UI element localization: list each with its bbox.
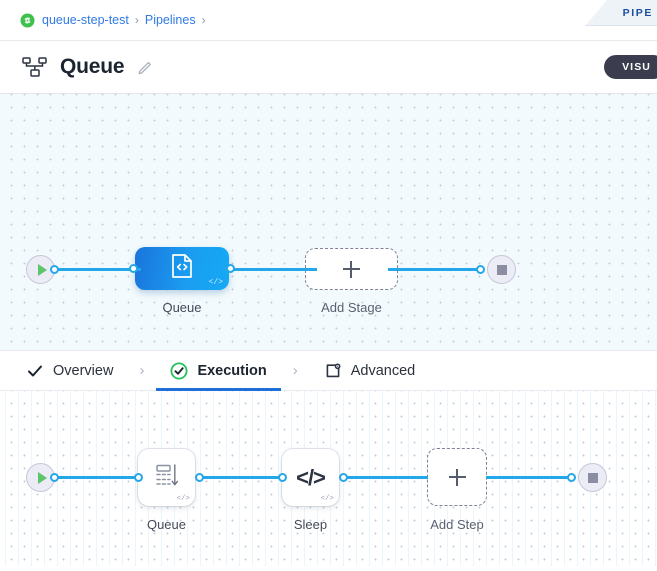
add-stage-node[interactable]: Add Stage xyxy=(305,248,398,315)
step-node-sleep-body[interactable]: </> </> xyxy=(282,449,339,506)
plus-icon xyxy=(343,260,360,278)
stage-node-queue-body[interactable]: </> xyxy=(135,247,229,290)
edge-step-queue-to-sleep xyxy=(196,476,282,479)
step-node-queue-label: Queue xyxy=(146,517,187,532)
add-step-node-box[interactable] xyxy=(427,448,487,506)
code-document-icon xyxy=(170,253,195,284)
play-icon xyxy=(37,471,47,484)
check-circle-icon xyxy=(170,362,188,380)
step-node-sleep-code-badge: </> xyxy=(320,494,334,503)
step-node-queue-body[interactable]: </> xyxy=(138,449,195,506)
play-icon xyxy=(37,263,47,276)
start-node[interactable] xyxy=(26,255,59,284)
edge-start-to-queue xyxy=(53,268,141,271)
edge-step-sleep-to-add xyxy=(340,476,428,479)
step-node-queue-code-badge: </> xyxy=(176,494,190,503)
pencil-edit-icon[interactable] xyxy=(137,59,153,75)
stage-graph-canvas[interactable]: </> Queue Add Stage xyxy=(0,94,657,350)
pipeline-tab-strip: Overview › Execution › Advanced xyxy=(0,350,657,391)
add-stage-node-box[interactable] xyxy=(305,248,398,290)
tab-execution[interactable]: Execution xyxy=(156,350,282,391)
stage-node-queue-code-badge: </> xyxy=(208,278,223,287)
stage-node-queue[interactable]: </> Queue xyxy=(129,247,235,315)
tab-advanced[interactable]: Advanced xyxy=(318,350,422,391)
end-node[interactable] xyxy=(476,255,516,284)
breadcrumb: queue-step-test › Pipelines › xyxy=(0,0,657,41)
breadcrumb-separator-2: › xyxy=(201,13,206,27)
stop-square-icon xyxy=(496,264,507,275)
pipelines-corner-tab[interactable]: PIPE xyxy=(585,0,657,26)
edge-step-start-to-queue xyxy=(53,476,138,479)
step-node-queue-output-port[interactable] xyxy=(195,473,204,482)
add-stage-node-label: Add Stage xyxy=(321,300,382,315)
page-header: Queue VISU xyxy=(0,41,657,94)
tab-execution-label: Execution xyxy=(197,362,267,379)
step-node-sleep-input-port[interactable] xyxy=(278,473,287,482)
step-node-sleep-output-port[interactable] xyxy=(339,473,348,482)
edge-queue-to-add-stage xyxy=(222,268,317,271)
step-node-sleep-label: Sleep xyxy=(293,517,328,532)
edge-step-add-to-end xyxy=(486,476,573,479)
corner-tab-label: PIPE xyxy=(622,6,653,19)
stop-square-icon xyxy=(587,472,598,483)
step-start-node[interactable] xyxy=(26,463,59,492)
page-title: Queue xyxy=(60,55,125,78)
plus-icon xyxy=(448,468,466,486)
end-node-input-port[interactable] xyxy=(476,265,485,274)
pipeline-hierarchy-icon xyxy=(22,56,48,78)
add-step-node[interactable]: Add Step xyxy=(427,448,487,532)
step-graph-canvas[interactable]: </> Queue </> </> Sleep Add Step xyxy=(0,391,657,566)
queue-stack-arrow-icon xyxy=(153,461,181,494)
settings-panel-icon xyxy=(324,362,342,380)
step-node-queue[interactable]: </> Queue xyxy=(134,449,204,532)
edge-add-stage-to-end xyxy=(388,268,483,271)
tab-overview-label: Overview xyxy=(53,362,114,379)
step-end-node-circle xyxy=(578,463,607,492)
add-step-node-label: Add Step xyxy=(430,517,484,532)
step-node-sleep[interactable]: </> </> Sleep xyxy=(278,449,348,532)
end-node-circle xyxy=(487,255,516,284)
step-end-node-input-port[interactable] xyxy=(567,473,576,482)
step-start-node-output-port[interactable] xyxy=(50,473,59,482)
stage-node-queue-input-port[interactable] xyxy=(129,264,138,273)
tab-chevron-1: › xyxy=(139,362,145,379)
check-icon xyxy=(26,362,44,380)
breadcrumb-link-project[interactable]: queue-step-test xyxy=(42,13,129,27)
step-node-queue-input-port[interactable] xyxy=(134,473,143,482)
tab-chevron-2: › xyxy=(292,362,298,379)
breadcrumb-separator-1: › xyxy=(134,13,139,27)
stage-node-queue-output-port[interactable] xyxy=(226,264,235,273)
breadcrumb-link-pipelines[interactable]: Pipelines xyxy=(144,13,196,27)
project-badge-icon xyxy=(20,13,35,28)
tab-overview[interactable]: Overview xyxy=(20,350,119,391)
visual-editor-button[interactable]: VISU xyxy=(604,55,657,79)
code-brackets-icon: </> xyxy=(296,464,326,490)
step-end-node[interactable] xyxy=(567,463,607,492)
start-node-output-port[interactable] xyxy=(50,265,59,274)
stage-node-queue-label: Queue xyxy=(162,300,202,315)
tab-advanced-label: Advanced xyxy=(350,362,416,379)
